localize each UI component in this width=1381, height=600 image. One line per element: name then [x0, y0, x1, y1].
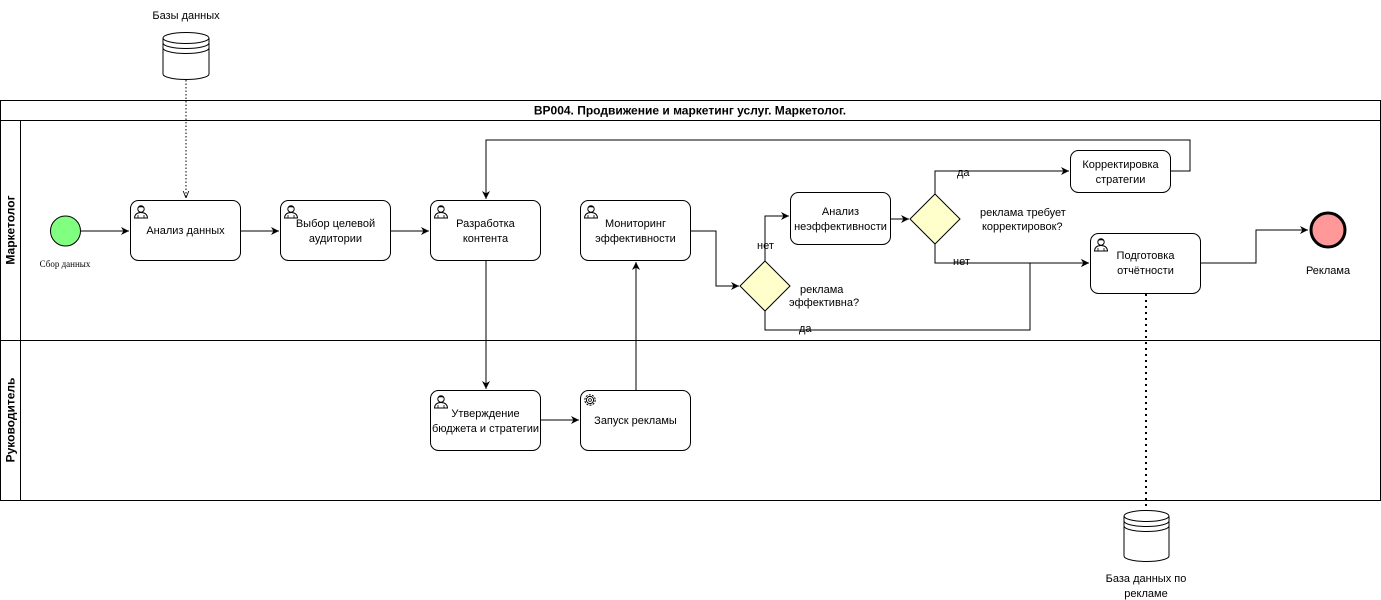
task-monitoring[interactable]: Мониторинг эффективности: [580, 200, 691, 261]
task-analysis[interactable]: Анализ данных: [130, 200, 241, 261]
task-audience[interactable]: Выбор целевой аудитории: [280, 200, 391, 261]
task-label: отчётности: [1117, 265, 1174, 277]
sequence-flows: [81, 139, 1308, 424]
task-label: стратегии: [1096, 174, 1146, 186]
task-label: аудитории: [309, 233, 362, 245]
flow-gateway2-no-report: [934, 244, 1089, 267]
task-label: контента: [463, 233, 509, 245]
data-store-label: Базы данных: [152, 10, 220, 22]
gateway-effective[interactable]: реклама эффективна?: [739, 260, 859, 312]
task-budget[interactable]: Утверждение бюджета и стратегии: [430, 390, 541, 451]
task-ineffectiveness[interactable]: Анализ неэффективности: [790, 192, 891, 245]
gateway-needs-fix[interactable]: реклама требует корректировок?: [909, 193, 1066, 245]
task-report[interactable]: Подготовка отчётности: [1090, 233, 1201, 294]
end-event[interactable]: Реклама: [1306, 211, 1351, 277]
task-correction[interactable]: Корректировка стратегии: [1070, 150, 1171, 193]
task-label: эффективности: [595, 233, 676, 245]
task-label: Разработка: [456, 218, 516, 230]
data-store-bottom[interactable]: База данных по рекламе: [1106, 510, 1187, 600]
end-event-label: Реклама: [1306, 265, 1351, 277]
gateway-label: реклама: [800, 284, 844, 296]
data-store-label: рекламе: [1124, 588, 1167, 600]
task-label: Подготовка: [1117, 250, 1176, 262]
flow-gateway-no-ineff: [764, 212, 789, 261]
task-label: бюджета и стратегии: [432, 423, 539, 435]
flow-report-end: [1201, 226, 1308, 264]
gateway-label: реклама требует: [980, 207, 1066, 219]
task-launch[interactable]: Запуск рекламы: [580, 390, 691, 451]
data-store-label: База данных по: [1106, 573, 1187, 585]
lane-label-manager: Руководитель: [4, 378, 18, 463]
edge-label-no: нет: [953, 256, 970, 268]
task-label: Мониторинг: [605, 218, 666, 230]
task-label: Утверждение: [451, 408, 519, 420]
edge-label-yes: да: [799, 323, 812, 335]
gateway-label: эффективна?: [789, 297, 859, 309]
data-store-top[interactable]: Базы данных: [152, 10, 220, 80]
task-label: Корректировка: [1082, 159, 1159, 171]
edge-label-yes: да: [957, 167, 970, 179]
task-label: неэффективности: [794, 221, 887, 233]
start-event-label: Сбор данных: [40, 259, 91, 269]
lane-label-marketer: Маркетолог: [4, 195, 18, 264]
task-label: Анализ данных: [146, 225, 225, 237]
edge-label-no: нет: [757, 240, 774, 252]
gear-icon: [584, 394, 596, 406]
pool-title: BP004. Продвижение и маркетинг услуг. Ма…: [534, 104, 846, 118]
task-label: Выбор целевой: [296, 218, 375, 230]
flow-gateway2-yes-correction: [934, 167, 1069, 194]
start-event[interactable]: Сбор данных: [40, 215, 91, 269]
task-label: Запуск рекламы: [594, 415, 677, 427]
task-label: Анализ: [822, 206, 859, 218]
flow-correction-content: [482, 139, 1191, 199]
gateway-label: корректировок?: [982, 221, 1063, 233]
flow-monitoring-gateway: [691, 230, 739, 290]
task-content[interactable]: Разработка контента: [430, 200, 541, 261]
